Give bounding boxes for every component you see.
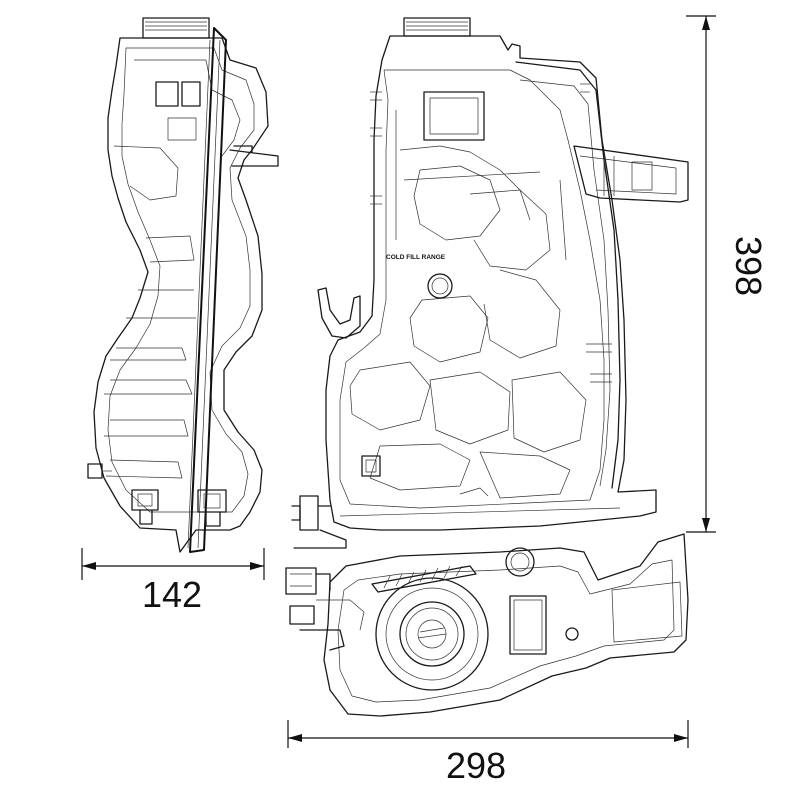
side-view-connector-right: [197, 489, 227, 513]
dimension-depth-label: 142: [142, 574, 202, 615]
front-view-window: [423, 91, 485, 141]
dimension-height-label: 398: [728, 236, 769, 296]
level-sensor: [427, 273, 453, 299]
dimension-height: 398: [686, 15, 769, 533]
side-view-body: [93, 37, 269, 553]
mounting-bracket: [573, 145, 689, 203]
side-view-connector-left: [131, 489, 159, 511]
side-view: [87, 17, 279, 553]
dimension-width: 298: [287, 720, 689, 786]
top-view-fitting: [285, 567, 317, 595]
filler-ring-outer: [375, 577, 489, 691]
front-view-connector: [361, 455, 381, 477]
cold-fill-range-label: COLD FILL RANGE: [386, 254, 446, 261]
front-view: COLD FILL RANGE: [291, 17, 689, 549]
side-view-cap: [142, 17, 210, 39]
front-view-body: [325, 35, 657, 531]
top-view: [285, 533, 689, 717]
top-view-body: [323, 533, 689, 717]
front-view-cap: [403, 17, 471, 37]
dimension-width-label: 298: [446, 745, 506, 786]
top-view-window: [509, 595, 547, 655]
dimension-depth: 142: [81, 548, 265, 615]
side-view-hose: [189, 27, 227, 553]
